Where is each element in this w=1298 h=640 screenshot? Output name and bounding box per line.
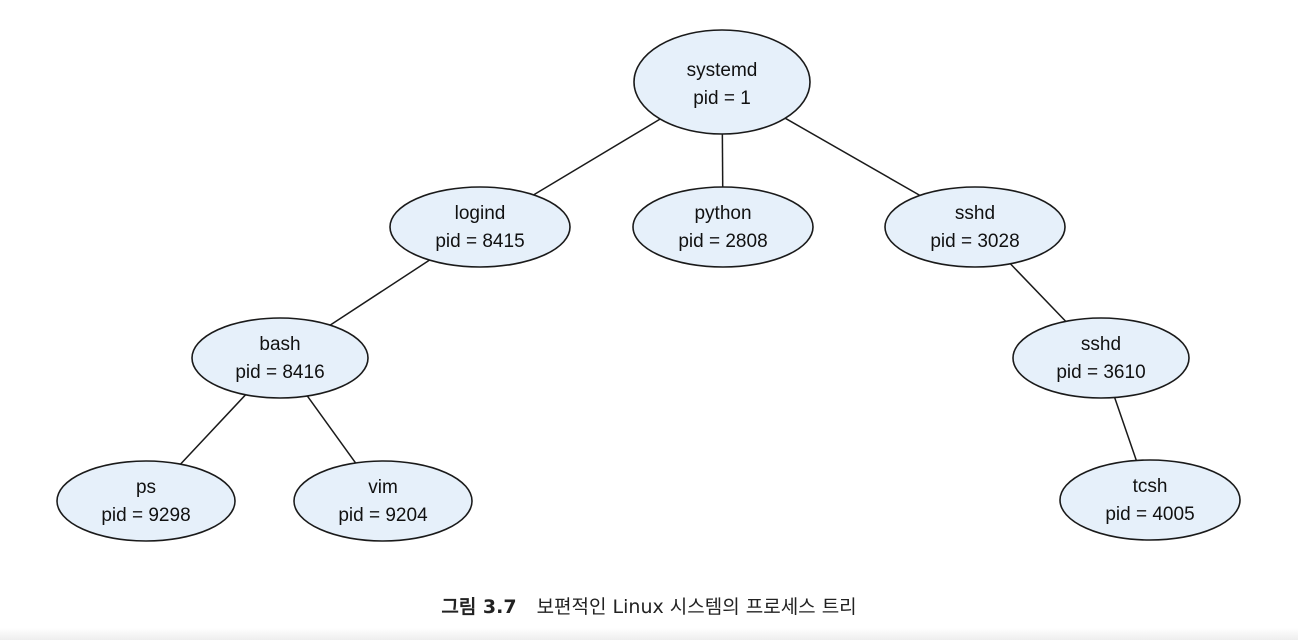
node-sshd-3610-name: sshd	[1081, 334, 1121, 355]
node-logind-shape	[389, 186, 571, 268]
node-systemd-name: systemd	[687, 60, 758, 81]
edge-bash-ps	[179, 394, 247, 465]
node-logind: logind pid = 8415	[389, 186, 571, 268]
node-bash-shape	[191, 317, 369, 399]
node-bash: bash pid = 8416	[191, 317, 369, 399]
figure-caption: 그림 3.7 보편적인 Linux 시스템의 프로세스 트리	[0, 592, 1298, 619]
node-vim: vim pid = 9204	[293, 460, 473, 542]
node-systemd: systemd pid = 1	[633, 29, 811, 135]
node-ps-shape	[56, 460, 236, 542]
node-ps-pid: pid = 9298	[101, 505, 190, 526]
node-logind-pid: pid = 8415	[435, 231, 524, 252]
node-vim-pid: pid = 9204	[338, 505, 428, 526]
edge-sshd2-tcsh	[1113, 397, 1138, 461]
edge-systemd-sshd1	[784, 117, 921, 197]
node-tcsh-name: tcsh	[1133, 476, 1168, 497]
node-sshd-3610-pid: pid = 3610	[1056, 362, 1145, 383]
node-vim-shape	[293, 460, 473, 542]
node-tcsh-pid: pid = 4005	[1105, 504, 1194, 525]
node-tcsh: tcsh pid = 4005	[1059, 459, 1241, 541]
node-sshd-3028-pid: pid = 3028	[930, 231, 1019, 252]
node-systemd-shape	[633, 29, 811, 135]
figure-label: 그림 3.7	[441, 596, 517, 618]
node-sshd-3610-shape	[1012, 317, 1190, 399]
node-ps-name: ps	[136, 477, 156, 498]
node-sshd-3028: sshd pid = 3028	[884, 186, 1066, 268]
node-systemd-pid: pid = 1	[693, 88, 751, 109]
edge-systemd-logind	[533, 118, 661, 196]
node-python-name: python	[694, 203, 751, 224]
node-vim-name: vim	[368, 477, 398, 498]
node-ps: ps pid = 9298	[56, 460, 236, 542]
node-bash-pid: pid = 8416	[235, 362, 324, 383]
node-python: python pid = 2808	[632, 186, 814, 268]
node-tcsh-shape	[1059, 459, 1241, 541]
edge-logind-bash	[329, 259, 430, 326]
bottom-edge-shade	[0, 628, 1298, 640]
node-python-shape	[632, 186, 814, 268]
node-sshd-3028-name: sshd	[955, 203, 995, 224]
node-bash-name: bash	[259, 334, 300, 355]
node-sshd-3610: sshd pid = 3610	[1012, 317, 1190, 399]
node-python-pid: pid = 2808	[678, 231, 767, 252]
figure-caption-text: 보편적인 Linux 시스템의 프로세스 트리	[536, 596, 857, 618]
edge-sshd1-sshd2	[1009, 263, 1067, 322]
edge-bash-vim	[306, 395, 357, 464]
edges	[179, 117, 1138, 465]
node-sshd-3028-shape	[884, 186, 1066, 268]
node-logind-name: logind	[455, 203, 506, 224]
